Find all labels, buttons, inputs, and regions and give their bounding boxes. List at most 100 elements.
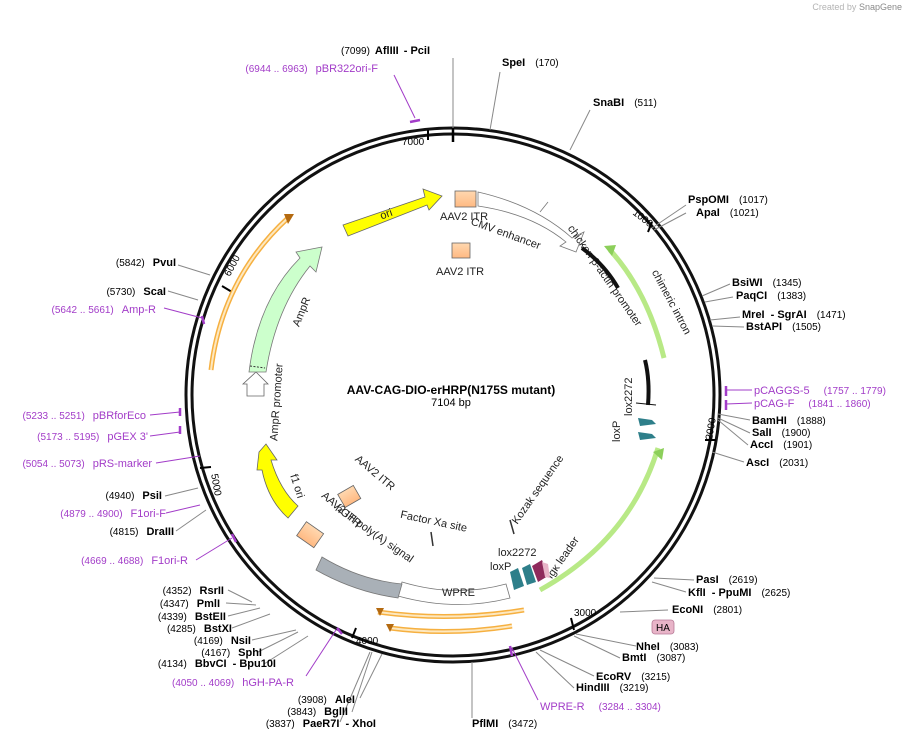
- site-pasi-name: PasI: [696, 574, 719, 586]
- site-pspomi: PspOMI(1017): [688, 194, 768, 206]
- primer-hgh-pa-r-name: hGH-PA-R: [242, 677, 294, 689]
- site-alei-pos: (3908): [298, 695, 327, 706]
- leader-apai: [653, 212, 687, 231]
- site-pspomi-name: PspOMI: [688, 194, 729, 206]
- loxp-bottom-arrow: [510, 568, 524, 590]
- primer-markers: [178, 118, 728, 657]
- wpre-label: WPRE: [442, 587, 475, 599]
- lox2272-right-arrow: [638, 418, 656, 426]
- site-nsii: (4169)NsiI: [194, 635, 251, 647]
- ori-arrow: [342, 188, 443, 237]
- site-snabi-pos: (511): [634, 98, 657, 109]
- primer-pbrforeco-name: pBRforEco: [93, 410, 146, 422]
- tick-mark-4000: [351, 627, 357, 639]
- leader-nsii: [251, 629, 297, 641]
- site-scai-name: ScaI: [143, 286, 166, 298]
- primer-mark-wpre-r: [508, 645, 514, 657]
- leader-alei: [359, 653, 383, 699]
- ampr-label: AmpR: [291, 296, 314, 329]
- leader-psii: [164, 487, 199, 497]
- orange-feature-bottom-2-inner: [389, 625, 513, 633]
- site-nhei: NheI(3083): [636, 641, 699, 653]
- leader-bamhi: [717, 413, 751, 421]
- primer-f1ori-f-range: (4879 .. 4900): [60, 509, 122, 520]
- site-mrei-pos: (1471): [817, 310, 846, 321]
- ha-tag-label: HA: [656, 623, 670, 634]
- orange-feature-bottom-1-inner: [377, 609, 525, 618]
- primer-pcag-f-range: (1841 .. 1860): [808, 399, 870, 410]
- kozak-arrow: [542, 562, 550, 578]
- cag-black-segment: [643, 359, 651, 406]
- site-sphi-pos: (4167): [201, 648, 230, 659]
- site-spei: SpeI(170): [502, 57, 559, 69]
- site-mrei: MreI- SgrAI(1471): [742, 309, 846, 321]
- site-asci-name: AscI: [746, 457, 769, 469]
- leader-prs-marker: [155, 455, 201, 464]
- site-pasi: PasI (2619): [696, 574, 758, 586]
- site-bsiwi-name: BsiWI: [732, 277, 763, 289]
- site-hindiii-name: HindIII: [576, 682, 610, 694]
- site-pasi-pos: (2619): [729, 575, 758, 586]
- site-psii-pos: (4940): [106, 491, 135, 502]
- site-afliii-pos: (7099): [341, 46, 370, 57]
- site-rsrii-name: RsrII: [200, 585, 224, 597]
- site-nsii-pos: (4169): [194, 636, 223, 647]
- leader-sphi: [257, 631, 299, 653]
- site-econi: EcoNI(2801): [672, 604, 742, 616]
- site-bamhi-name: BamHI: [752, 415, 787, 427]
- site-afliii-name: AflIII: [375, 45, 399, 57]
- site-asci-pos: (2031): [779, 458, 808, 469]
- site-sali-name: SalI: [752, 427, 772, 439]
- tick-mark-1000: [647, 221, 653, 233]
- site-kfli-name: KflI: [688, 587, 706, 599]
- chimeric-intron-arrowhead: [604, 245, 616, 256]
- leader-acci: [717, 419, 749, 446]
- leader-bbvci: [263, 635, 309, 665]
- primer-wpre-r-range: (3284 .. 3304): [599, 702, 661, 713]
- primer-pcaggs-5-name: pCAGGS-5: [754, 385, 810, 397]
- primer-f1ori-f: (4879 .. 4900)F1ori-F: [60, 508, 166, 520]
- site-ecorv: EcoRV(3215): [596, 671, 670, 683]
- site-bmti: BmtI(3087): [622, 652, 685, 664]
- site-acci-pos: (1901): [783, 440, 812, 451]
- site-spei-pos: (170): [535, 58, 558, 69]
- lox2272-bottom-arrow: [522, 564, 536, 585]
- site-psii: (4940)PsiI: [106, 490, 162, 502]
- primer-f1ori-r: (4669 .. 4688)F1ori-R: [81, 555, 188, 567]
- primer-pbr322ori-f-range: (6944 .. 6963): [245, 64, 307, 75]
- site-bglii-pos: (3843): [287, 707, 316, 718]
- site-bbvci-extra: - Bpu10I: [233, 658, 276, 670]
- aav2-itr-bottom-box: [337, 484, 362, 508]
- site-bsteii: (4339)BstEII: [158, 611, 226, 623]
- site-mrei-extra: - SgrAI: [771, 309, 807, 321]
- ampr-arrow: [248, 246, 323, 373]
- cmv-divider: [539, 201, 549, 213]
- leader-paer7i: [339, 651, 371, 723]
- credit-brand: SnapGene: [858, 2, 902, 12]
- loxp-right-label: loxP: [611, 421, 623, 442]
- site-snabi-name: SnaBI: [593, 97, 624, 109]
- primer-pcag-f: pCAG-F (1841 .. 1860): [754, 398, 871, 410]
- lox2272-right-label: lox2272: [623, 377, 635, 416]
- orange-feature-left-inner: [210, 216, 290, 371]
- leader-pasi: [653, 577, 695, 581]
- leader-pmli: [225, 602, 257, 606]
- site-bmti-name: BmtI: [622, 652, 646, 664]
- leader-rsrii: [227, 589, 253, 603]
- map-title: AAV-CAG-DIO-erHRP(N175S mutant): [347, 383, 555, 397]
- site-draiii-name: DraIII: [146, 526, 174, 538]
- site-apai: ApaI(1021): [696, 207, 759, 219]
- site-pflmi: PflMI(3472): [472, 718, 537, 730]
- orange-feature-bottom-2-arrowhead: [386, 624, 394, 632]
- site-econi-name: EcoNI: [672, 604, 703, 616]
- primer-pcag-f-name: pCAG-F: [754, 398, 795, 410]
- site-hindiii: HindIII(3219): [576, 682, 649, 694]
- site-sali-pos: (1900): [782, 428, 811, 439]
- primer-hgh-pa-r: (4050 .. 4069)hGH-PA-R: [172, 677, 294, 689]
- primer-f1ori-r-range: (4669 .. 4688): [81, 556, 143, 567]
- site-rsrii-pos: (4352): [163, 586, 192, 597]
- leader-mrei: [709, 316, 741, 321]
- ampr-dotted-line: [249, 365, 266, 369]
- primer-wpre-r-name: WPRE-R: [540, 701, 585, 713]
- leader-bstxi: [231, 613, 271, 629]
